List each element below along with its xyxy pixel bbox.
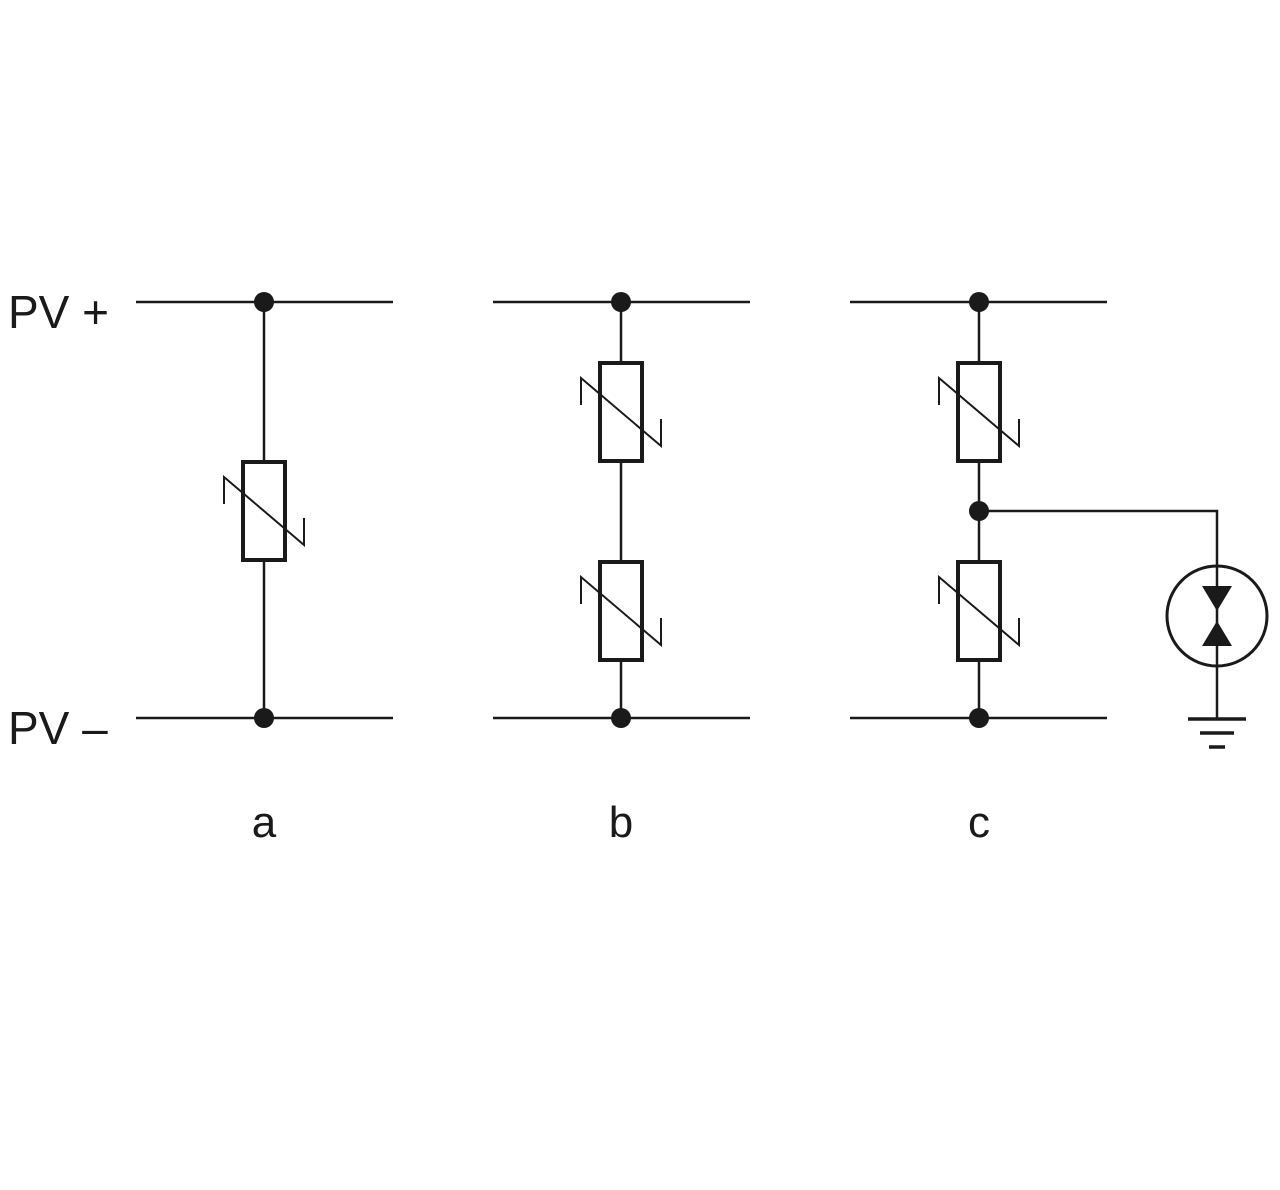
circuit-a-label: a — [252, 798, 277, 847]
varistor-c-lower — [937, 560, 1021, 662]
pv-plus-label: PV + — [8, 286, 109, 338]
junction-dot — [969, 292, 989, 312]
gas-discharge-tube — [1165, 564, 1269, 668]
circuit-c: c — [850, 292, 1269, 847]
junction-dot — [254, 708, 274, 728]
junction-dot — [254, 292, 274, 312]
junction-dot — [611, 708, 631, 728]
junction-dot — [611, 292, 631, 312]
varistor-b-lower — [579, 560, 663, 662]
varistor-a — [222, 460, 306, 562]
arrow-up-icon — [1202, 621, 1232, 646]
wire-c-branch — [979, 509, 1219, 567]
junction-dot — [969, 708, 989, 728]
circuit-c-label: c — [968, 798, 990, 847]
arrow-down-icon — [1202, 586, 1232, 611]
circuit-b: b — [493, 292, 750, 847]
ground-icon — [1188, 717, 1246, 749]
pv-minus-label: PV – — [8, 702, 108, 754]
circuit-a: a — [136, 292, 393, 847]
varistor-c-upper — [937, 361, 1021, 463]
varistor-b-upper — [579, 361, 663, 463]
circuit-b-label: b — [609, 798, 633, 847]
